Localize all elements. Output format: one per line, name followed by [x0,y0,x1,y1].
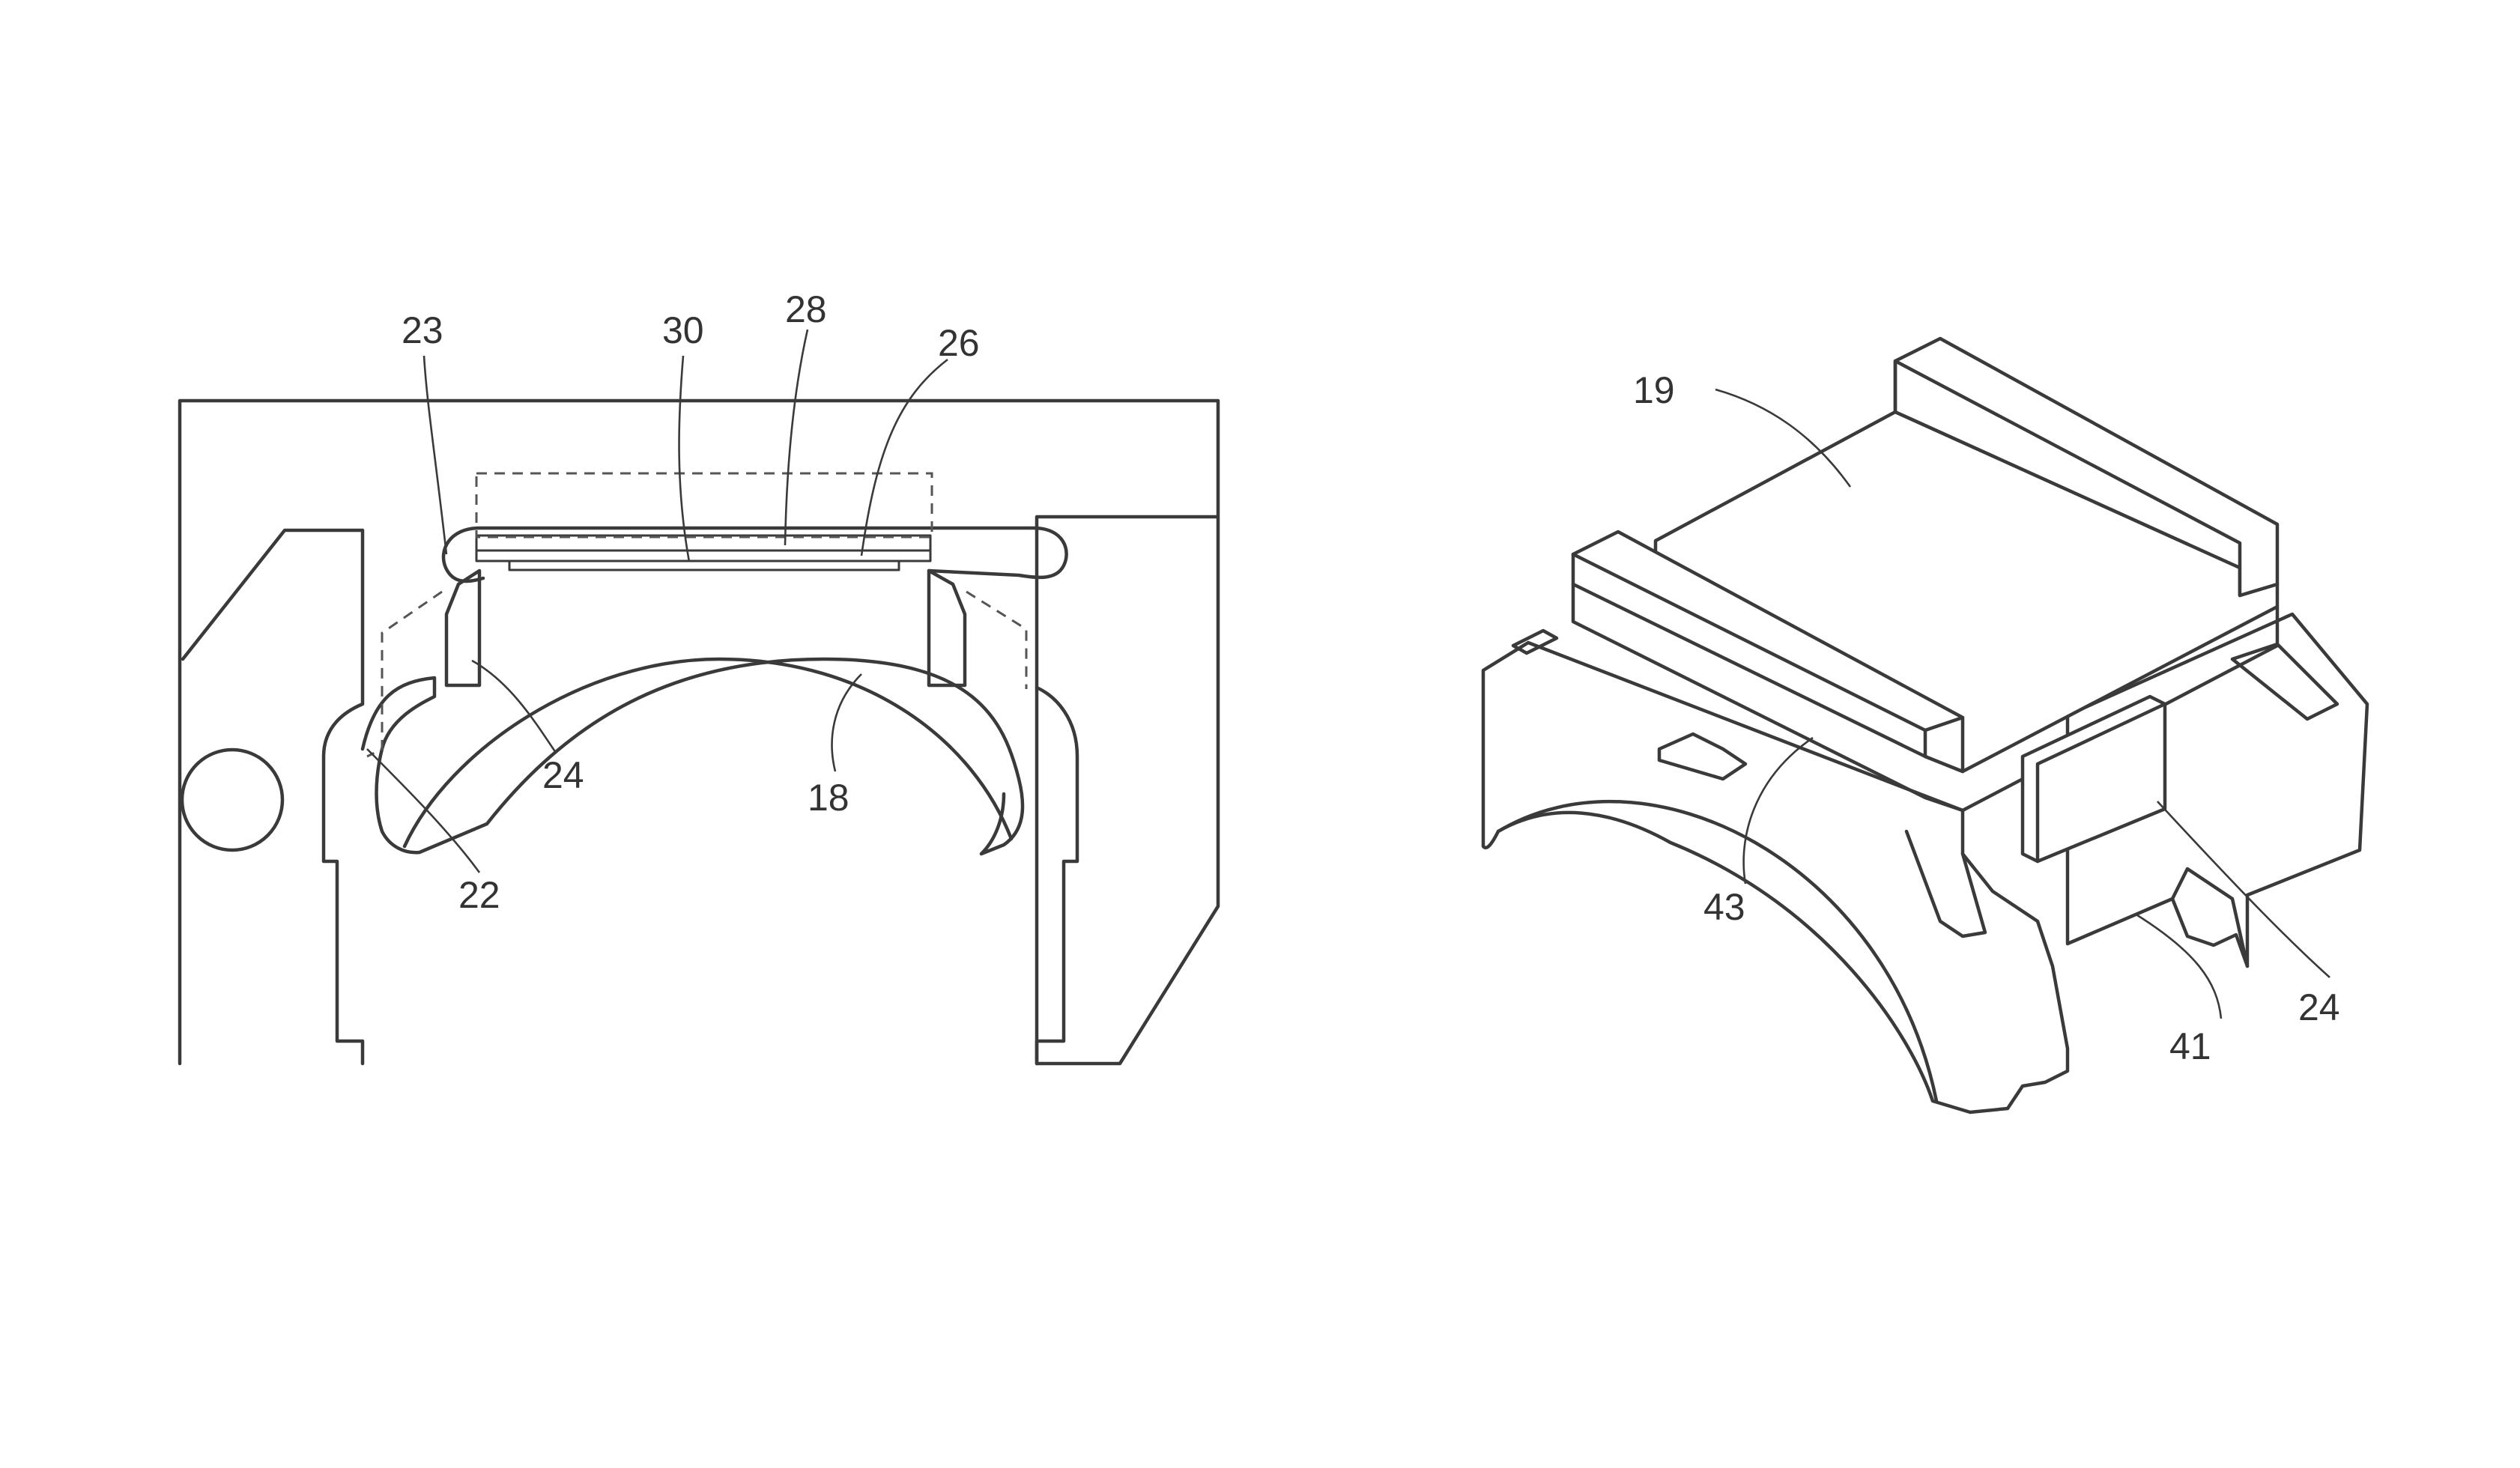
label-18: 18 [808,777,849,819]
insert-layer-30 [509,561,899,570]
phantom-right [966,592,1026,689]
right-flange [929,571,965,685]
leader-23 [424,356,446,554]
round-hole [182,750,282,850]
right-cavity [1037,688,1077,1064]
label-24-right: 24 [2298,986,2340,1028]
label-30: 30 [662,309,704,351]
leader-41 [2135,914,2221,1019]
left-flange-24 [446,571,479,685]
right-figure-isometric-view: 19 43 24 41 [1483,339,2367,1112]
label-22: 22 [458,874,500,916]
leader-28 [785,330,808,545]
phantom-left [367,592,442,756]
label-41: 41 [2169,1025,2211,1067]
bore-arch-18 [405,659,1011,846]
label-28: 28 [785,288,827,330]
bearing-shell-22 [363,659,1023,854]
leader-26 [861,360,948,556]
left-figure-section-view: 23 30 28 26 24 18 22 [180,288,1218,1064]
leader-18 [832,674,861,771]
label-23: 23 [402,309,443,351]
leader-30 [679,356,689,562]
label-24: 24 [542,754,584,796]
label-19: 19 [1633,369,1675,411]
label-43: 43 [1703,886,1745,928]
label-26: 26 [938,322,980,364]
left-cavity [183,530,363,1064]
